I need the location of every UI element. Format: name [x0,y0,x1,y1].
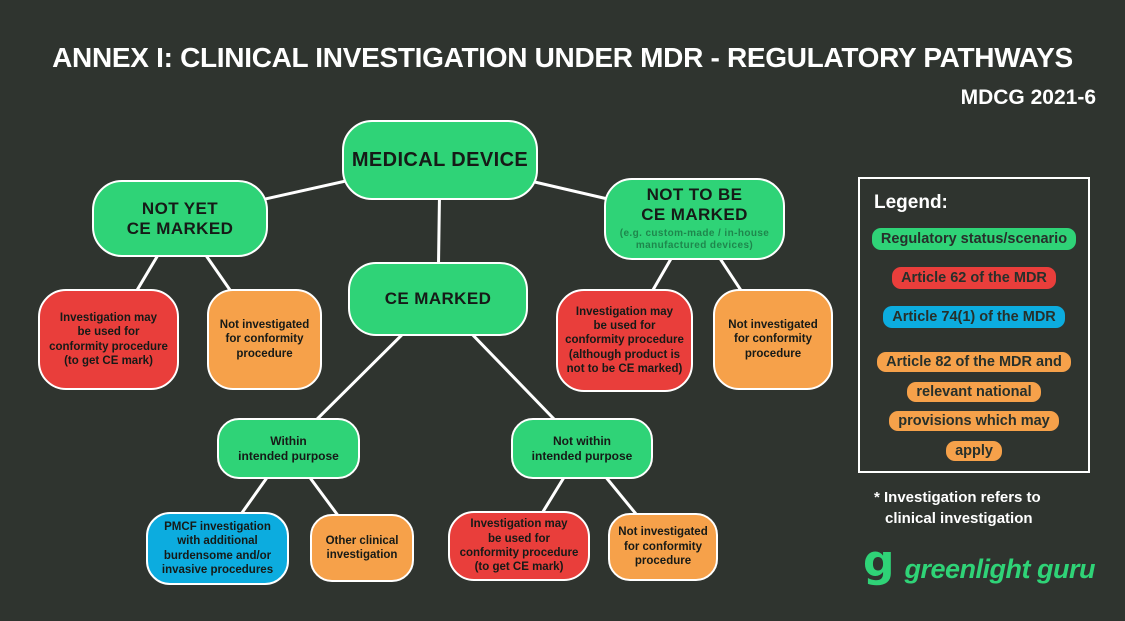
page-subtitle: MDCG 2021-6 [960,86,1096,109]
node-label: PMCF investigation with additional burde… [161,520,274,576]
node-label: Not investigated for conformity procedur… [219,318,310,360]
page-title: ANNEX I: CLINICAL INVESTIGATION UNDER MD… [52,42,1073,73]
node-not-yet-ce-marked: NOT YET CE MARKED [92,180,268,257]
node-not-to-be-ce-marked: NOT TO BE CE MARKED (e.g. custom-made / … [604,178,785,260]
node-label: Investigation may be used for conformity… [565,305,684,376]
legend-panel: Legend: Regulatory status/scenario Artic… [858,177,1090,527]
node-medical-device: MEDICAL DEVICE [342,120,538,200]
node-not-to-be-investigation: Investigation may be used for conformity… [556,289,693,392]
node-label: Not investigated for conformity procedur… [618,526,708,568]
node-other-clinical-investigation: Other clinical investigation [310,514,414,582]
node-not-within-investigation: Investigation may be used for conformity… [448,511,590,581]
node-not-yet-investigation: Investigation may be used for conformity… [38,289,179,390]
legend-item-article-82: Article 82 of the MDR and relevant natio… [877,352,1071,462]
greenlight-guru-logo: g greenlight guru [863,540,1096,587]
node-label: NOT YET CE MARKED [126,198,234,238]
legend-item-article-82-wrap: Article 82 of the MDR and relevant natio… [874,348,1074,467]
greenlight-guru-logo-text: greenlight guru [904,553,1096,584]
legend-title: Legend: [874,192,948,213]
node-ce-marked: CE MARKED [348,262,528,336]
node-label: Investigation may be used for conformity… [459,518,579,574]
node-label: Investigation may be used for conformity… [49,311,168,367]
node-pmcf-investigation: PMCF investigation with additional burde… [146,512,289,585]
node-label: Not within intended purpose [531,433,633,463]
node-label: Other clinical investigation [325,534,399,561]
node-label: CE MARKED [384,289,492,309]
node-not-yet-not-investigated: Not investigated for conformity procedur… [207,289,322,390]
node-label: Not investigated for conformity procedur… [728,318,818,360]
node-not-within-not-investigated: Not investigated for conformity procedur… [608,513,718,581]
node-sublabel: (e.g. custom-made / in-house manufacture… [619,227,770,252]
node-within-intended-purpose: Within intended purpose [217,418,360,479]
legend-item-article-74: Article 74(1) of the MDR [883,306,1065,328]
node-label: MEDICAL DEVICE [351,148,529,171]
legend-item-regulatory-status: Regulatory status/scenario [871,228,1077,250]
legend-item-article-62: Article 62 of the MDR [892,267,1056,289]
greenlight-guru-logo-icon: g [863,536,895,587]
legend-footnote: * Investigation refers to clinical inves… [874,488,1041,527]
node-label: Within intended purpose [238,433,339,463]
node-not-to-be-not-investigated: Not investigated for conformity procedur… [713,289,833,390]
node-label: NOT TO BE CE MARKED [641,185,748,224]
node-not-within-intended-purpose: Not within intended purpose [511,418,653,479]
